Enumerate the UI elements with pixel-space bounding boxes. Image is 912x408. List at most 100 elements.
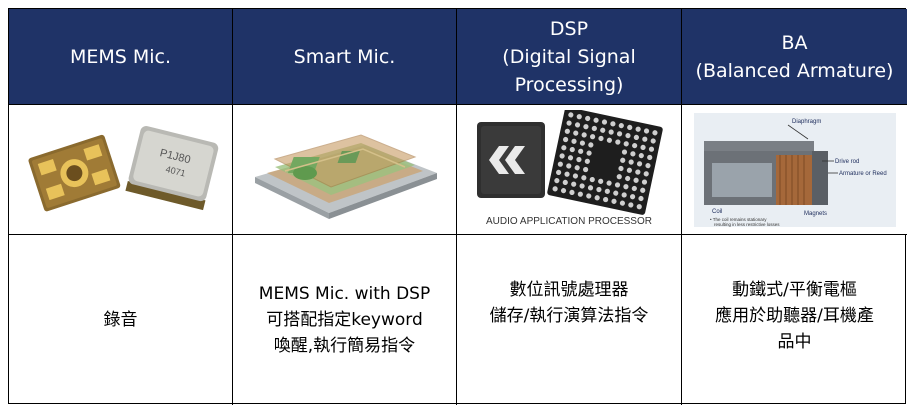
bga-ball <box>581 174 587 180</box>
desc-dsp: 數位訊號處理器 儲存/執行演算法指令 <box>457 235 682 405</box>
bga-ball <box>647 154 653 160</box>
chip-marking: 4071 <box>164 164 186 179</box>
bga-ball <box>574 164 580 170</box>
bga-ball <box>642 136 648 142</box>
bga-ball <box>578 148 584 154</box>
bga-ball <box>635 126 641 132</box>
bga-ball <box>632 142 638 148</box>
header-line: DSP <box>549 17 589 40</box>
image-ba: Diaphragm Drive rod Armature or Reed Coi… <box>682 105 907 235</box>
ba-note: resulting in less restrictive losses <box>714 222 780 227</box>
bga-ball <box>621 191 627 198</box>
bga-ball <box>636 203 642 209</box>
bga-ball <box>576 113 582 119</box>
image-mems-mic: P1J80 4071 <box>9 105 233 235</box>
bga-ball <box>628 201 634 208</box>
bga-ball <box>638 152 644 158</box>
bga-ball <box>567 154 574 160</box>
header-line: MEMS Mic. <box>69 45 172 68</box>
header-ba: BA (Balanced Armature) <box>682 9 907 105</box>
ba-note: • The coil remains stationary <box>710 217 767 222</box>
bga-ball <box>576 156 582 162</box>
bga-ball <box>614 181 621 188</box>
image-dsp: AUDIO APPLICATION PROCESSOR <box>457 105 682 235</box>
bga-ball <box>626 167 633 173</box>
bga-ball <box>589 133 596 139</box>
bga-ball <box>638 195 644 201</box>
bga-ball <box>606 180 612 186</box>
header-dsp: DSP (Digital Signal Processing) <box>457 9 682 105</box>
bga-ball <box>563 136 569 142</box>
bga-ball <box>586 192 592 199</box>
bga-ball <box>616 130 623 136</box>
bga-ball <box>588 141 594 148</box>
bga-ball <box>616 173 622 179</box>
bga-ball <box>559 152 565 159</box>
bga-ball <box>618 122 624 128</box>
label-drive-rod: Drive rod <box>835 159 859 165</box>
desc-line: 儲存/執行演算法指令 <box>489 306 649 326</box>
bga-ball <box>556 169 562 175</box>
bga-ball <box>602 196 609 202</box>
bga-ball <box>571 138 577 144</box>
bga-ball <box>604 188 610 194</box>
bga-ball <box>598 178 604 184</box>
bga-ball <box>611 198 617 204</box>
bga-ball <box>610 120 616 126</box>
bga-ball <box>650 137 656 144</box>
bga-ball <box>643 170 649 176</box>
label-magnets: Magnets <box>804 211 827 217</box>
desc-line: 數位訊號處理器 <box>509 280 629 300</box>
desc-line: 動鐵式/平衡電樞 <box>732 280 857 300</box>
mems-mic-photo: P1J80 4071 <box>27 125 218 211</box>
dsp-caption: AUDIO APPLICATION PROCESSOR <box>486 216 652 227</box>
desc-line: 喚醒,執行簡易指令 <box>273 336 416 356</box>
bga-ball <box>557 161 563 167</box>
image-smart-mic <box>233 105 457 235</box>
bga-ball <box>579 182 585 189</box>
bga-ball <box>564 128 570 134</box>
bga-ball <box>581 131 587 137</box>
bga-ball <box>613 190 619 196</box>
desc-line: 可搭配指定keyword <box>266 310 423 330</box>
header-line: (Digital Signal <box>502 45 636 68</box>
desc-line: MEMS Mic. with DSP <box>258 284 431 304</box>
bga-ball <box>623 183 629 189</box>
bga-ball <box>601 118 608 125</box>
bga-ball <box>562 179 568 185</box>
desc-line: 應用於助聽器/耳機產 <box>715 306 874 326</box>
bga-ball <box>606 137 613 143</box>
bga-ball <box>630 150 636 156</box>
bga-ball <box>583 123 589 129</box>
bga-ball <box>608 128 614 135</box>
header-line: BA <box>781 31 808 54</box>
bga-ball <box>641 178 648 185</box>
label-armature: Armature or Reed <box>839 171 887 177</box>
bga-ball <box>633 134 639 140</box>
label-coil: Coil <box>712 209 722 215</box>
bga-ball <box>636 160 643 166</box>
header-smart-mic: Smart Mic. <box>233 9 457 105</box>
bga-ball <box>625 175 631 181</box>
bga-ball <box>582 166 589 172</box>
bga-ball <box>585 115 591 121</box>
bga-ball <box>552 185 558 191</box>
bga-ball <box>640 144 646 150</box>
bga-ball <box>625 132 631 138</box>
bga-ball <box>598 135 604 141</box>
bga-ball <box>631 185 637 191</box>
label-diaphragm: Diaphragm <box>792 119 821 125</box>
bga-ball <box>574 121 581 127</box>
bga-ball <box>619 200 626 206</box>
ba-diagram: Diaphragm Drive rod Armature or Reed Coi… <box>691 110 898 229</box>
desc-ba: 動鐵式/平衡電樞 應用於助聽器/耳機產 品中 <box>682 235 907 405</box>
bga-ball <box>633 177 639 183</box>
header-line: (Balanced Armature) <box>695 59 894 82</box>
bga-ball <box>586 150 592 156</box>
bga-ball <box>579 140 586 146</box>
bga-ball <box>629 193 636 199</box>
smart-mic-render <box>254 133 437 219</box>
bga-ball <box>587 184 594 190</box>
bga-ball <box>615 138 621 145</box>
dsp-chip-photo: AUDIO APPLICATION PROCESSOR <box>477 109 663 227</box>
